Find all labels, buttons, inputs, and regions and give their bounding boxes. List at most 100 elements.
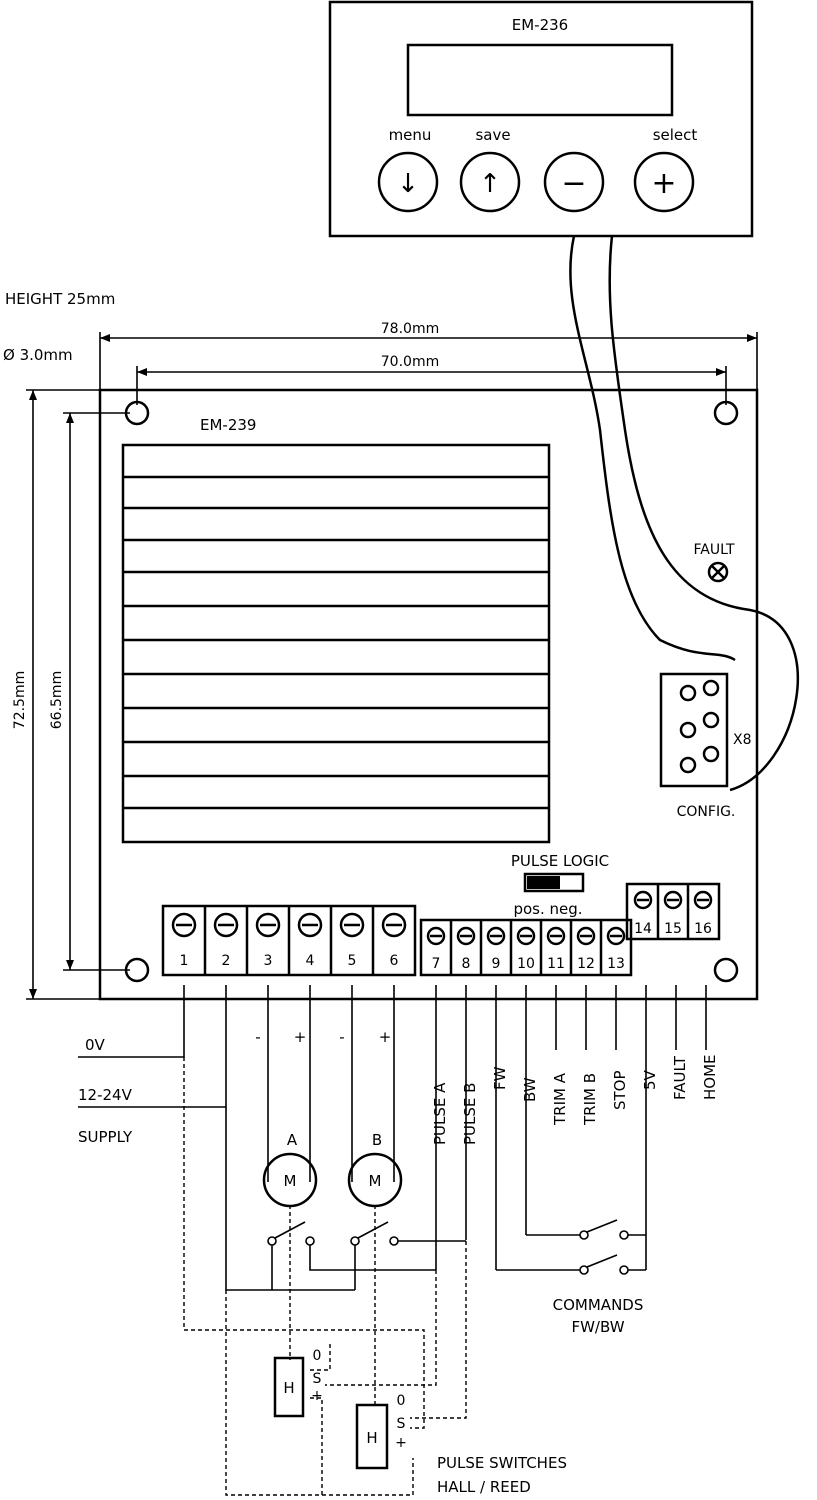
up-arrow-button[interactable]: [459, 151, 521, 213]
signal-label: HOME: [701, 1054, 719, 1100]
terminal-screw-5[interactable]: [339, 912, 365, 938]
select-button-label: select: [653, 126, 698, 144]
pulse-switches-label: PULSE SWITCHES: [437, 1454, 567, 1472]
mount-hole-br: [713, 957, 739, 983]
save-button-label: save: [475, 126, 510, 144]
terminal-screw-14[interactable]: [633, 890, 653, 910]
down-arrow-button[interactable]: [377, 151, 439, 213]
terminal-screw-8[interactable]: [456, 926, 476, 946]
motor-b-minus: -: [339, 1028, 344, 1046]
terminal-number: 15: [664, 921, 682, 937]
terminal-number: 11: [547, 956, 565, 972]
terminal-block-14-16: 14 15 16: [625, 882, 721, 941]
mount-hole-bl: [124, 957, 150, 983]
terminal-screw-11[interactable]: [546, 926, 566, 946]
terminal-screw-1[interactable]: [171, 912, 197, 938]
sensor-pin: +: [311, 1388, 323, 1404]
remote-cable-left: [569, 235, 736, 662]
supply-label: SUPPLY: [78, 1128, 133, 1146]
em239-board: EM-239 FAULT X8 CONFIG: [98, 388, 759, 1001]
command-switches: [496, 1219, 646, 1275]
supply-voltage-label: 12-24V: [78, 1086, 133, 1104]
terminal-screw-13[interactable]: [606, 926, 626, 946]
reed-switch-b: [350, 1221, 466, 1290]
motor-b-plus: +: [379, 1028, 392, 1046]
signal-label: PULSE B: [461, 1083, 479, 1145]
hall-reed-label: HALL / REED: [437, 1478, 531, 1496]
commands-direction-label: FW/BW: [571, 1318, 624, 1336]
signal-label: 5V: [641, 1069, 659, 1090]
signal-label: BW: [521, 1077, 539, 1102]
terminal-number: 6: [390, 953, 399, 969]
width-inner-label: 70.0mm: [381, 354, 439, 370]
motor-b-label: B: [372, 1131, 382, 1149]
terminal-block-1-6: 1 2 3 4 5 6: [161, 904, 417, 977]
sensor-pin: 0: [397, 1393, 406, 1409]
plus-icon: +: [651, 166, 676, 201]
signal-label: FW: [491, 1066, 509, 1090]
board-outline: [98, 388, 759, 1001]
plus-button-circle[interactable]: [633, 151, 695, 213]
em236-remote: EM-236 menu ↓ save ↑ − select +: [328, 0, 754, 238]
signal-label: STOP: [611, 1070, 629, 1110]
pulse-logic-switch[interactable]: [523, 872, 585, 893]
terminal-screw-15[interactable]: [663, 890, 683, 910]
terminal-number: 12: [577, 956, 595, 972]
terminal-number: 2: [222, 953, 231, 969]
remote-title: EM-236: [512, 16, 568, 34]
menu-button-label: menu: [389, 126, 432, 144]
down-arrow-icon: ↓: [397, 169, 419, 199]
terminal-screw-6[interactable]: [381, 912, 407, 938]
terminal-number: 10: [517, 956, 535, 972]
terminal-number: 3: [264, 953, 273, 969]
mount-hole-tl: [124, 400, 150, 426]
terminal-number: 9: [492, 956, 501, 972]
terminal-screw-3[interactable]: [255, 912, 281, 938]
terminal-number: 16: [694, 921, 712, 937]
motor-a-minus: -: [255, 1028, 260, 1046]
width-outer-label: 78.0mm: [381, 321, 439, 337]
fault-led-icon: [707, 561, 729, 583]
remote-cable-right: [608, 235, 799, 792]
config-jumper-label: X8: [733, 732, 752, 748]
select-button[interactable]: select +: [633, 126, 698, 213]
terminal-screw-10[interactable]: [516, 926, 536, 946]
sensor-letter: H: [366, 1429, 377, 1447]
minus-button[interactable]: −: [543, 151, 605, 213]
wiring: 0V 12-24V SUPPLY - + - + A M B M: [78, 985, 719, 1496]
terminal-screw-12[interactable]: [576, 926, 596, 946]
commands-label: COMMANDS: [553, 1296, 644, 1314]
fault-label: FAULT: [693, 542, 734, 558]
motor-a-label: A: [287, 1131, 298, 1149]
terminal-screw-9[interactable]: [486, 926, 506, 946]
terminal-block-7-13: 7 8 9 10 11 12 13: [419, 918, 633, 977]
height-dimension: HEIGHT 25mm: [5, 290, 115, 308]
save-button[interactable]: save ↑: [459, 126, 521, 213]
remote-lcd-screen: [406, 43, 674, 117]
motor-a-plus: +: [294, 1028, 307, 1046]
terminal-screw-4[interactable]: [297, 912, 323, 938]
sensor-pin: +: [395, 1435, 407, 1451]
motor-icon: M: [284, 1172, 297, 1190]
up-arrow-icon: ↑: [479, 169, 501, 199]
terminal-screw-16[interactable]: [693, 890, 713, 910]
menu-button[interactable]: menu ↓: [377, 126, 439, 213]
config-jumper-x8[interactable]: [659, 672, 729, 788]
board-title: EM-239: [200, 416, 256, 434]
sensor-letter: H: [283, 1379, 294, 1397]
terminal-number: 4: [306, 953, 315, 969]
height-inner-label: 66.5mm: [49, 671, 65, 729]
terminal-screw-7[interactable]: [426, 926, 446, 946]
hall-sensor-a: H 0 S +: [273, 1348, 323, 1418]
minus-button-circle[interactable]: [543, 151, 605, 213]
terminal-screw-2[interactable]: [213, 912, 239, 938]
motor-icon: M: [369, 1172, 382, 1190]
hole-diameter: Ø 3.0mm: [3, 346, 73, 364]
terminal-number: 7: [432, 956, 441, 972]
sensor-pin: S: [397, 1416, 406, 1432]
height-outer-label: 72.5mm: [12, 671, 28, 729]
signal-label: FAULT: [671, 1055, 689, 1100]
terminal-number: 8: [462, 956, 471, 972]
terminal-number: 1: [180, 953, 189, 969]
